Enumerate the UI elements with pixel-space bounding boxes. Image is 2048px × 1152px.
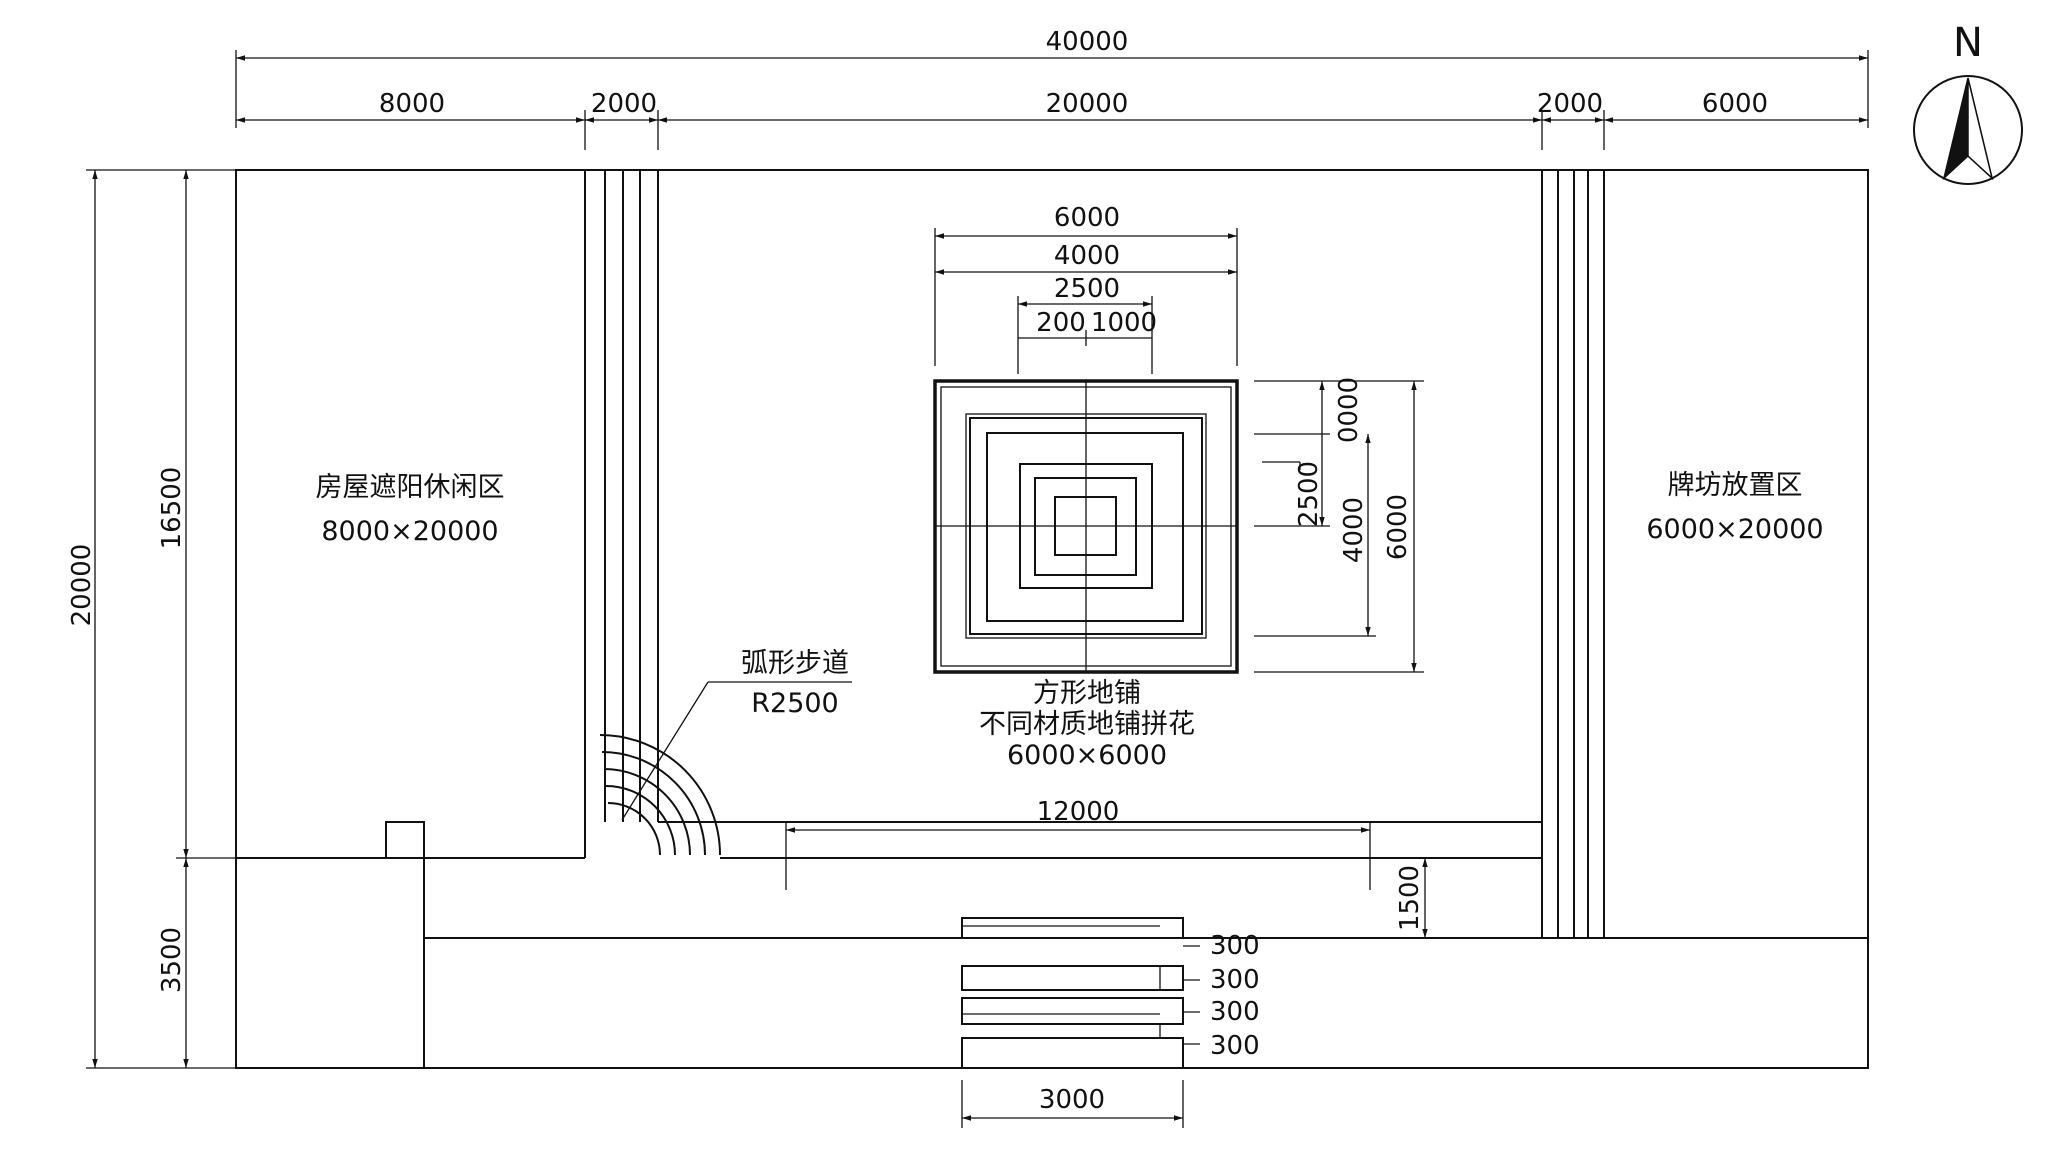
step-height-3: 300 <box>1210 997 1260 1027</box>
top-segment-2: 2000 <box>591 89 657 119</box>
total-width-label: 40000 <box>1046 27 1129 57</box>
pattern-horizontal-dimensions <box>934 228 1238 374</box>
arc-walkway <box>599 734 721 856</box>
step-height-4: 300 <box>1210 1031 1260 1061</box>
entrance-steps <box>961 917 1200 1069</box>
paving-label-line3: 6000×6000 <box>1007 740 1167 771</box>
top-segment-1: 8000 <box>379 89 445 119</box>
dimension-texts: 40000 8000 2000 20000 2000 6000 20000 16… <box>67 27 1768 1115</box>
paving-label-line2: 不同材质地铺拼花 <box>979 709 1195 740</box>
pattern-v-small-label: 0000 <box>1331 377 1361 443</box>
step-height-2: 300 <box>1210 965 1260 995</box>
pillar-block <box>385 821 425 1068</box>
arc-path-radius: R2500 <box>751 688 838 719</box>
horizontal-bands <box>424 821 1868 939</box>
left-upper-label: 16500 <box>157 467 187 550</box>
left-lower-label: 3500 <box>157 927 187 993</box>
pattern-h-small-a-label: 200 <box>1036 308 1086 338</box>
band-depth-label: 1500 <box>1395 865 1425 931</box>
top-dimension-lines <box>235 50 1869 150</box>
left-dimension-lines <box>86 169 236 1069</box>
right-walkway-stripes <box>1541 170 1605 938</box>
left-total-label: 20000 <box>67 544 97 627</box>
pattern-v-mid-label: 4000 <box>1339 497 1369 563</box>
north-letter: N <box>1953 20 1983 66</box>
left-zone-outline <box>236 170 586 859</box>
left-zone-name: 房屋遮阳休闲区 <box>316 472 505 503</box>
arc-path-leader <box>621 681 852 821</box>
zone-labels: 房屋遮阳休闲区 8000×20000 牌坊放置区 6000×20000 弧形步道… <box>316 470 1824 771</box>
path-dimensions <box>785 822 1445 938</box>
path-length-label: 12000 <box>1037 797 1120 827</box>
top-segment-4: 2000 <box>1537 89 1603 119</box>
pattern-h-small-b-label: 1000 <box>1091 308 1157 338</box>
site-boundary <box>235 169 1869 1069</box>
steps-width-label: 3000 <box>1039 1085 1105 1115</box>
square-paving-pattern <box>933 379 1239 674</box>
pattern-v-outer-label: 6000 <box>1383 494 1413 560</box>
left-zone-size: 8000×20000 <box>321 516 498 547</box>
step-height-1: 300 <box>1210 931 1260 961</box>
pattern-h-outer-label: 6000 <box>1054 203 1120 233</box>
pattern-v-inner-label: 2500 <box>1294 461 1324 527</box>
steps-dimension <box>961 1080 1184 1128</box>
top-segment-3: 20000 <box>1046 89 1129 119</box>
top-segment-5: 6000 <box>1702 89 1768 119</box>
right-zone-name: 牌坊放置区 <box>1668 470 1803 501</box>
right-zone-size: 6000×20000 <box>1646 514 1823 545</box>
pattern-h-inner-label: 2500 <box>1054 274 1120 304</box>
north-compass: N <box>1913 20 2023 185</box>
pattern-vertical-dimensions <box>1254 380 1424 673</box>
pattern-h-mid-label: 4000 <box>1054 241 1120 271</box>
left-walkway-stripes <box>604 170 659 822</box>
arc-path-name: 弧形步道 <box>741 648 849 679</box>
paving-label-line1: 方形地铺 <box>1033 678 1141 709</box>
